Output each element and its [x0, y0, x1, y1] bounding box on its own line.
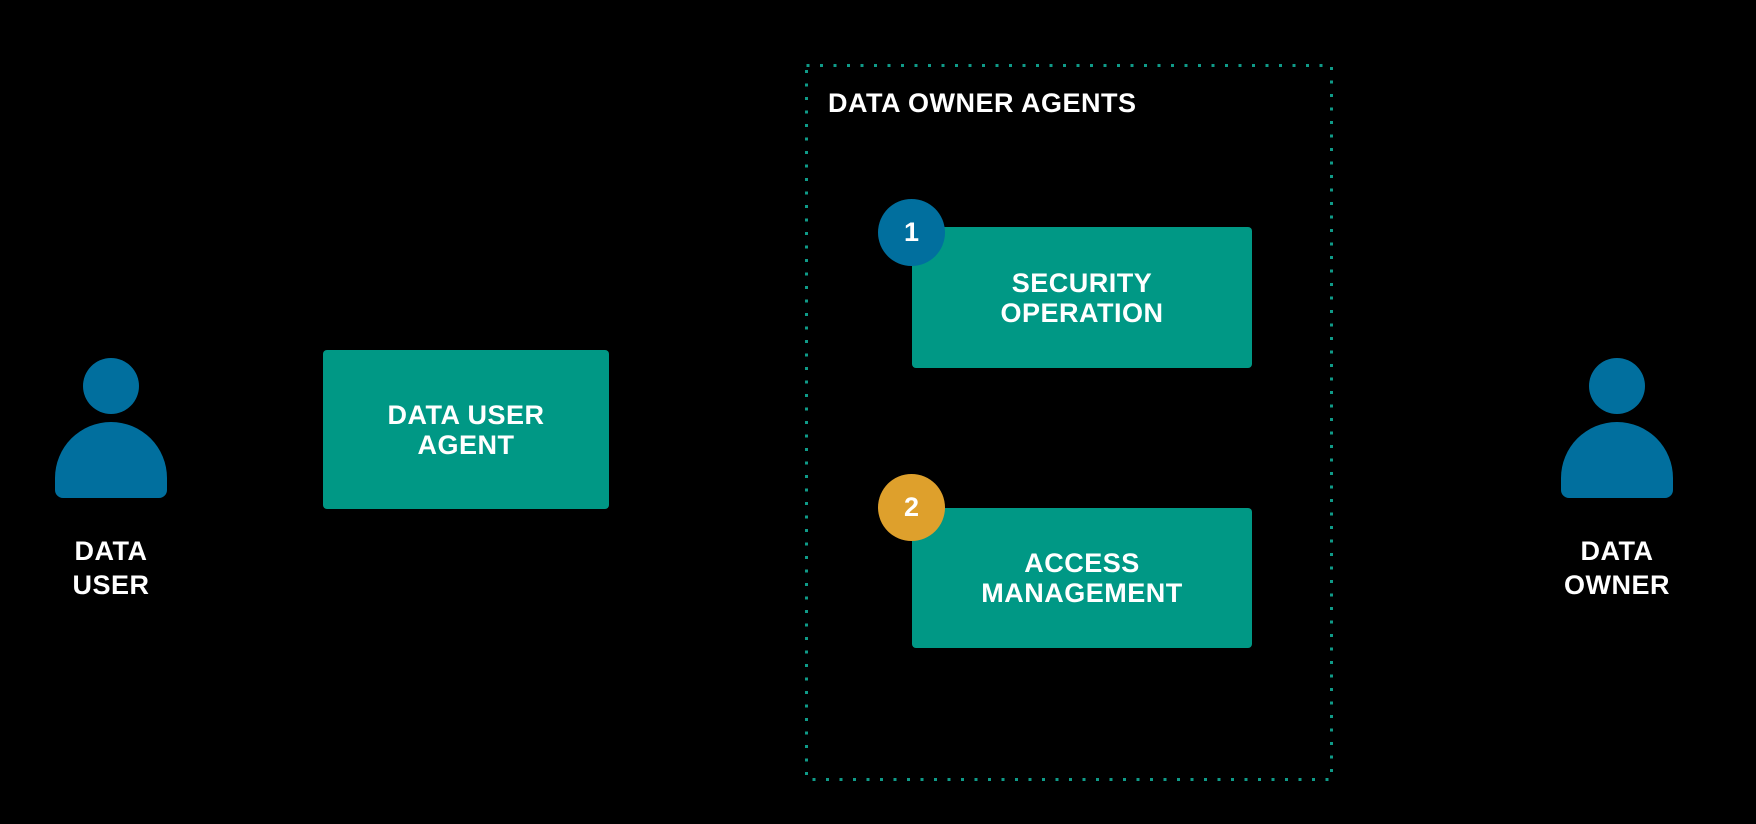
data-owner-agents-group: [805, 64, 1333, 781]
data-user-agent-label: DATA USER AGENT: [387, 399, 545, 460]
access-management-label: ACCESS MANAGEMENT: [981, 548, 1183, 608]
data-user-actor: DATA USER: [31, 358, 191, 602]
step-number: 2: [903, 492, 920, 522]
data-user-label: DATA USER: [72, 536, 150, 600]
step-number: 1: [903, 217, 920, 247]
security-operation-label: SECURITY OPERATION: [1000, 267, 1164, 328]
group-title: DATA OWNER AGENTS: [828, 88, 1137, 118]
person-icon: [1561, 358, 1673, 498]
step-badge-2: 2: [878, 474, 945, 541]
data-owner-actor: DATA OWNER: [1537, 358, 1697, 602]
person-icon: [55, 358, 167, 498]
dotted-border: [805, 64, 1333, 781]
data-user-agent-box: DATA USER AGENT: [323, 350, 609, 509]
security-operation-box: SECURITY OPERATION: [912, 227, 1252, 368]
step-badge-1: 1: [878, 199, 945, 266]
access-management-box: ACCESS MANAGEMENT: [912, 508, 1252, 648]
data-owner-label: DATA OWNER: [1564, 536, 1670, 600]
